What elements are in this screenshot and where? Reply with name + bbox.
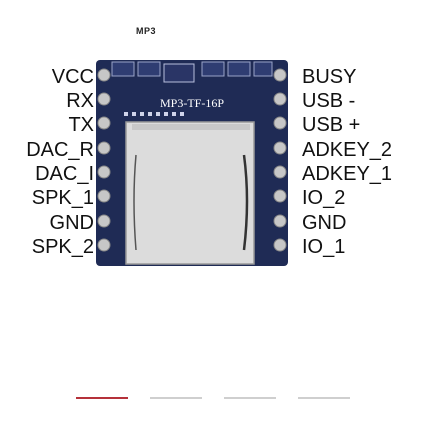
top-components [111, 61, 273, 83]
pin-label-io-1: IO_1 [302, 236, 346, 258]
carousel-dot-3[interactable] [224, 397, 276, 399]
sd-slot-spring [133, 154, 137, 251]
top-mark-text: MP3 [136, 26, 157, 36]
carousel-dot-2[interactable] [150, 397, 202, 399]
pin-label-usb-plus: USB + [302, 114, 361, 136]
carousel-dot-1[interactable] [76, 397, 128, 399]
left-pins [97, 68, 111, 252]
silkscreen-marks [124, 112, 184, 116]
pin-label-tx: TX [68, 114, 94, 136]
pin-label-adkey-2: ADKEY_2 [302, 139, 393, 161]
sd-slot-latch [242, 154, 249, 251]
carousel-dot-4[interactable] [298, 397, 350, 399]
pin-label-spk-2: SPK_2 [31, 236, 94, 258]
mp3-module-drawing: MP3-TF-16P [96, 60, 288, 266]
pin-label-usb-minus: USB - [302, 90, 356, 112]
pin-label-dac-i: DAC_I [35, 163, 94, 185]
pin-label-gnd-left: GND [49, 212, 94, 234]
board-label: MP3-TF-16P [160, 96, 224, 110]
pin-label-vcc: VCC [51, 66, 94, 88]
pin-label-busy: BUSY [302, 66, 357, 88]
right-pins [273, 68, 287, 252]
pin-label-rx: RX [66, 90, 94, 112]
mp3-module-image: MP3-TF-16P [92, 60, 292, 266]
image-carousel-indicator [76, 397, 352, 400]
pin-label-dac-r: DAC_R [26, 139, 94, 161]
pin-label-gnd-right: GND [302, 212, 347, 234]
pin-label-spk-1: SPK_1 [31, 187, 94, 209]
pin-label-adkey-1: ADKEY_1 [302, 163, 393, 185]
sd-card-slot [125, 121, 255, 265]
pin-label-io-2: IO_2 [302, 187, 346, 209]
sd-slot-top-edge [132, 124, 250, 130]
